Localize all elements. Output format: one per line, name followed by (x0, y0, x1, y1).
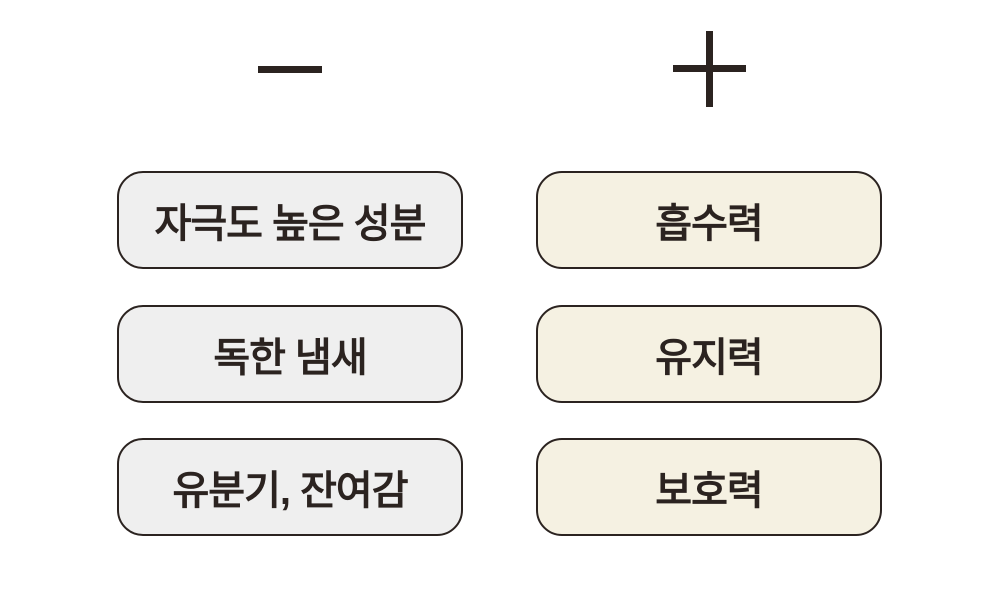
positive-item-box: 흡수력 (536, 171, 882, 269)
positive-item-box: 유지력 (536, 305, 882, 403)
plus-icon-vertical-bar (706, 31, 713, 107)
negative-item-box: 독한 냄새 (117, 305, 463, 403)
positive-item-label: 유지력 (655, 336, 763, 380)
positive-item-label: 보호력 (655, 469, 763, 513)
positive-item-label: 흡수력 (655, 202, 763, 246)
negative-item-box: 유분기, 잔여감 (117, 438, 463, 536)
negative-item-label: 독한 냄새 (213, 336, 367, 380)
plus-icon (673, 31, 746, 107)
negative-item-label: 자극도 높은 성분 (154, 202, 427, 246)
negative-item-label: 유분기, 잔여감 (172, 469, 408, 513)
positive-item-box: 보호력 (536, 438, 882, 536)
minus-icon (258, 66, 322, 73)
negative-item-box: 자극도 높은 성분 (117, 171, 463, 269)
